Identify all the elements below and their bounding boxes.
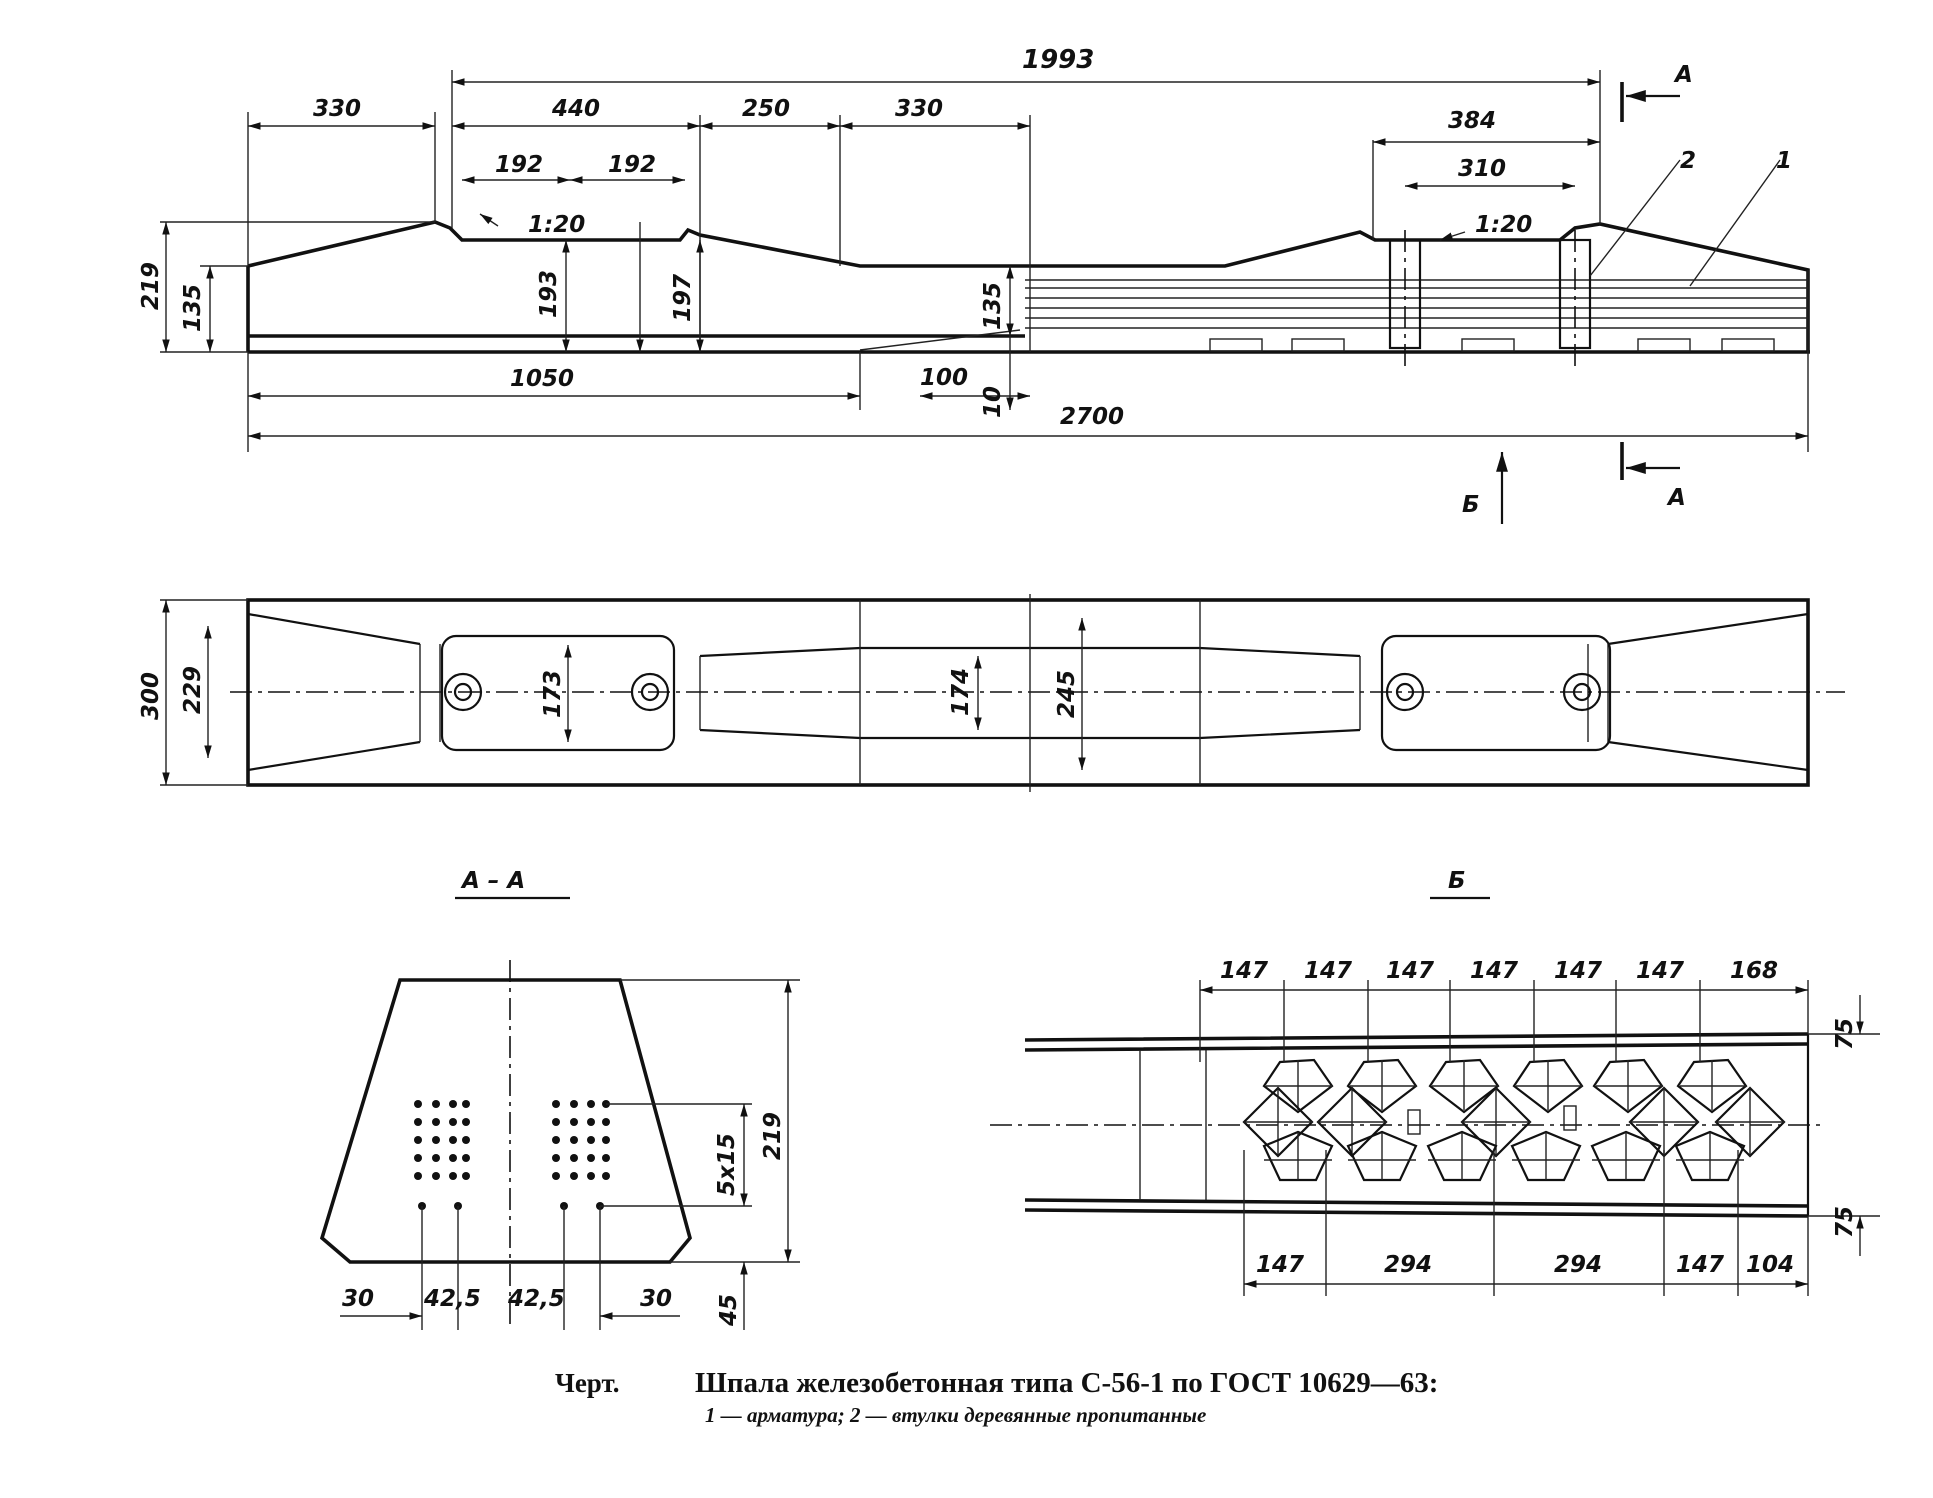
dim-384: 384 [1448,108,1496,134]
caption: Черт. Шпала железобетонная типа С-56-1 п… [555,1367,1438,1427]
caption-label: Черт. [555,1368,619,1398]
diamond-recesses [1242,1058,1786,1182]
section-aa: А – А [319,868,800,1330]
extension-lines [160,70,1809,452]
section-mark-top: А [1673,62,1693,88]
dim-147-t2: 147 [1304,958,1352,984]
sleeper-profile-left [247,220,1025,268]
dim-75-bottom: 75 [1832,1206,1858,1238]
slope-left: 1:20 [528,212,585,238]
dim-147-t4: 147 [1470,958,1518,984]
dim-192-left: 192 [495,152,543,178]
dim-174: 174 [948,668,974,716]
elevation-view: 1993 330 440 250 330 192 192 1:20 384 31… [138,45,1810,524]
dim-1993: 1993 [1022,45,1094,75]
base-taper [859,329,1021,351]
dim-30-right: 30 [640,1286,672,1312]
dim-104: 104 [1746,1252,1794,1278]
dim-250: 250 [742,96,790,122]
caption-title: Шпала железобетонная типа С-56-1 по ГОСТ… [695,1367,1438,1399]
dim-5x15: 5x15 [714,1133,740,1196]
dim-173: 173 [540,670,566,718]
dim-147-b2: 147 [1676,1252,1724,1278]
dim-330-right: 330 [895,96,943,122]
section-cut-marks [1496,82,1680,524]
section-aa-dimlines [340,979,800,1330]
dim-440: 440 [551,96,600,122]
view-mark-b: Б [1462,492,1480,518]
dim-300: 300 [138,672,164,720]
dim-135-left: 135 [180,284,206,332]
dim-42-5-right: 42,5 [507,1286,565,1312]
callout-leader-2 [1589,159,1681,277]
dim-147-t3: 147 [1386,958,1434,984]
slope-arrow-right [1439,231,1466,241]
dim-294-b2: 294 [1554,1252,1602,1278]
caption-subtitle: 1 — арматура; 2 — втулки деревянные проп… [705,1403,1206,1427]
section-mark-bottom: А [1666,485,1686,511]
view-b-edges [1024,1032,1809,1218]
callout-1: 1 [1776,148,1792,174]
section-aa-outline [319,978,692,1264]
dim-100: 100 [920,365,968,391]
dim-193: 193 [536,270,562,318]
dim-75-top: 75 [1832,1018,1858,1050]
dim-310: 310 [1458,156,1506,182]
dim-147-b1: 147 [1256,1252,1304,1278]
rail-pad-right [1380,634,1612,752]
dim-1050: 1050 [510,366,574,392]
dim-245: 245 [1054,670,1080,718]
dim-147-t1: 147 [1220,958,1268,984]
plan-taper-left [247,612,421,772]
slope-right: 1:20 [1475,212,1532,238]
view-b-dimlines [1199,980,1880,1296]
dim-219-section: 219 [760,1112,786,1160]
view-b: Б [990,868,1880,1296]
reinforcement-wires [1025,279,1808,329]
dim-147-t6: 147 [1636,958,1684,984]
wire-grid-right [552,1100,610,1210]
plan-view: 300 229 173 174 245 [138,594,1845,792]
wire-grid-left [414,1100,470,1210]
dim-330-left: 330 [313,96,361,122]
dim-45: 45 [716,1294,742,1327]
dim-147-t5: 147 [1554,958,1602,984]
dim-192-right: 192 [608,152,656,178]
dim-135-mid: 135 [980,282,1006,330]
sleeper-profile-right [1025,222,1810,352]
dim-219: 219 [138,262,164,310]
base-pads [1209,338,1775,352]
plan-taper-right [1607,612,1809,772]
dim-42-5-left: 42,5 [423,1286,481,1312]
callout-leader-1 [1689,159,1781,287]
dim-30-left: 30 [342,1286,374,1312]
view-b-title: Б [1448,868,1466,894]
dim-168: 168 [1730,958,1778,984]
section-aa-title: А – А [460,868,525,894]
callout-2: 2 [1680,148,1696,174]
rail-pad-left [440,634,676,752]
dim-229: 229 [180,666,206,714]
wooden-bushings [1388,230,1592,372]
dim-10: 10 [980,386,1006,418]
dim-2700: 2700 [1060,404,1124,430]
dim-294-b1: 294 [1384,1252,1432,1278]
dimension-lines [162,78,1808,440]
slope-arrow-left [479,213,499,227]
dim-197: 197 [670,274,696,322]
